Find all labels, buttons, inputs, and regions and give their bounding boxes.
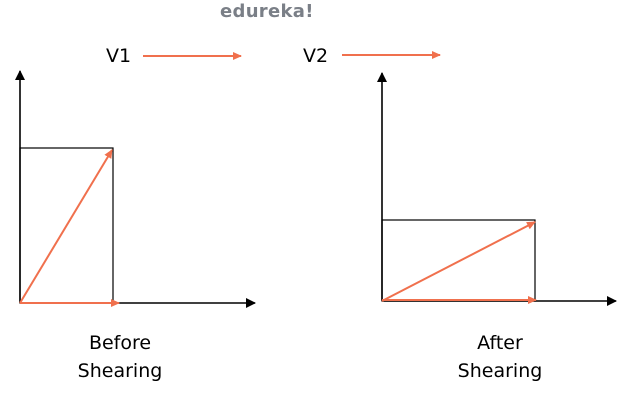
before-shearing-plot bbox=[15, 70, 256, 308]
after-diagonal-vector bbox=[381, 221, 536, 302]
after-caption-line2: Shearing bbox=[457, 360, 543, 382]
after-caption-line1: After bbox=[477, 332, 523, 354]
before-caption-line1: Before bbox=[88, 332, 152, 354]
before-caption-line2: Shearing bbox=[77, 360, 163, 382]
after-caption: After Shearing bbox=[445, 329, 555, 385]
edureka-logo: edureka! bbox=[220, 1, 314, 22]
v1-label: V1 bbox=[106, 45, 132, 67]
before-caption: Before Shearing bbox=[66, 329, 174, 385]
v2-label: V2 bbox=[303, 45, 329, 67]
before-diagonal-vector bbox=[19, 149, 113, 304]
after-shearing-plot bbox=[377, 72, 617, 306]
